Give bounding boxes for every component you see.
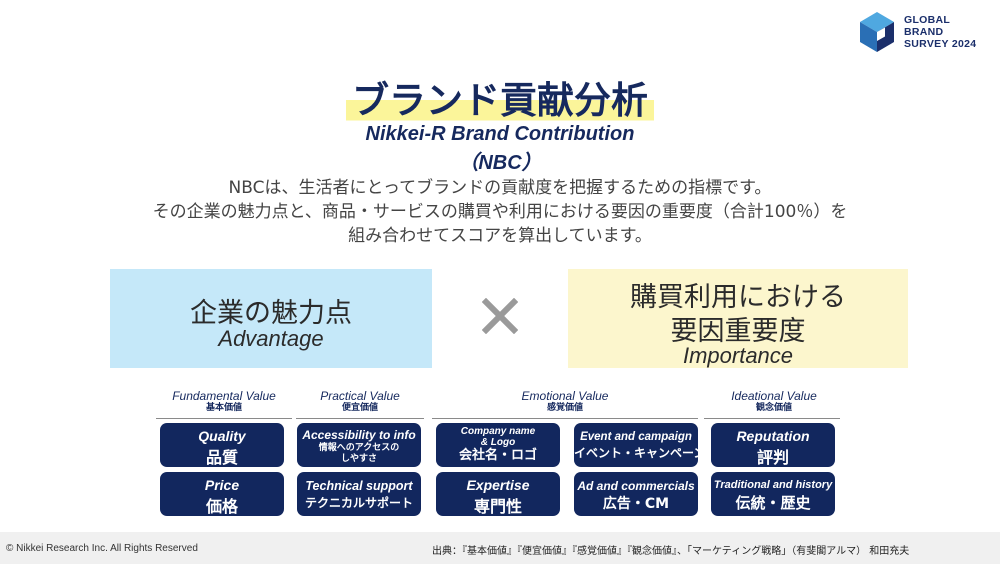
category-practical: Practical Value 便宜価値	[294, 389, 426, 414]
card-expertise-en: Expertise	[466, 477, 530, 493]
card-event-en: Event and campaign	[580, 431, 692, 443]
card-accessibility: Accessibility to info 情報へのアクセスの しやすさ	[297, 423, 421, 467]
card-quality: Quality 品質	[160, 423, 284, 467]
logo-text: GLOBAL BRAND SURVEY 2024	[904, 14, 976, 50]
card-technical-en: Technical support	[305, 479, 413, 493]
cube-logo-icon	[860, 12, 894, 52]
description-line-2: その企業の魅力点と、商品・サービスの購買や利用における要因の重要度（合計100％…	[152, 202, 848, 222]
category-emotional-divider	[432, 418, 698, 419]
importance-jp-line-1: 購買利用における	[630, 282, 846, 313]
category-practical-en: Practical Value	[320, 389, 400, 403]
description: NBCは、生活者にとってブランドの貢献度を把握するための指標です。 その企業の魅…	[0, 176, 1000, 248]
card-accessibility-jp-line-1: 情報へのアクセスの	[318, 443, 400, 453]
card-technical-support: Technical support テクニカルサポート	[297, 472, 421, 516]
subtitle-line-2: （NBC）	[458, 152, 542, 174]
card-price: Price 価格	[160, 472, 284, 516]
category-fundamental: Fundamental Value 基本価値	[158, 389, 290, 414]
card-quality-en: Quality	[198, 428, 246, 444]
card-expertise-jp: 専門性	[473, 497, 522, 516]
card-accessibility-jp-line-2: しやすさ	[341, 454, 377, 464]
card-event-jp: イベント・キャンペーン	[574, 446, 698, 460]
description-line-1: NBCは、生活者にとってブランドの貢献度を把握するための指標です。	[228, 178, 772, 198]
card-technical-jp: テクニカルサポート	[304, 496, 413, 510]
card-tradition-history: Traditional and history 伝統・歴史	[711, 472, 835, 516]
source-citation: 出典：『基本価値』『便宜価値』『感覚価値』『観念価値』、「マーケティング戦略」（…	[432, 546, 910, 557]
importance-jp-line-2: 要因重要度	[670, 316, 806, 347]
importance-box: 購買利用における 要因重要度 Importance	[568, 269, 908, 368]
description-line-3: 組み合わせてスコアを算出しています。	[348, 226, 652, 246]
card-expertise: Expertise 専門性	[436, 472, 560, 516]
importance-en: Importance	[682, 343, 794, 368]
card-company-jp: 会社名・ロゴ	[458, 448, 537, 463]
advantage-en: Advantage	[218, 326, 324, 351]
logo-line-2: BRAND	[904, 26, 944, 38]
category-ideational-en: Ideational Value	[731, 389, 817, 403]
card-ad-jp: 広告・CM	[602, 496, 670, 512]
category-emotional-jp: 感覚価値	[546, 403, 583, 413]
footer-bar: © Nikkei Research Inc. All Rights Reserv…	[0, 532, 1000, 564]
card-reputation-en: Reputation	[736, 428, 810, 444]
category-ideational: Ideational Value 観念価値	[708, 389, 840, 414]
category-fundamental-en: Fundamental Value	[172, 389, 276, 403]
card-ad-commercials: Ad and commercials 広告・CM	[574, 472, 698, 516]
card-company-en-line-2: & Logo	[480, 437, 516, 448]
logo-line-3: SURVEY 2024	[904, 38, 977, 50]
category-fundamental-divider	[156, 418, 292, 419]
card-quality-jp: 品質	[205, 448, 238, 467]
card-event-campaign: Event and campaign イベント・キャンペーン	[574, 423, 698, 467]
category-ideational-jp: 観念価値	[755, 403, 792, 413]
global-brand-survey-logo: GLOBAL BRAND SURVEY 2024	[858, 10, 976, 54]
card-reputation-jp: 評判	[756, 448, 789, 467]
card-tradition-en: Traditional and history	[713, 479, 833, 491]
card-company-name-logo: Company name & Logo 会社名・ロゴ	[436, 423, 560, 467]
title-wrap: ブランド貢献分析	[0, 78, 1000, 124]
copyright-text: © Nikkei Research Inc. All Rights Reserv…	[6, 543, 198, 554]
multiply-icon	[482, 298, 518, 334]
card-ad-en: Ad and commercials	[577, 479, 695, 493]
logo-line-1: GLOBAL	[904, 14, 951, 26]
category-ideational-divider	[704, 418, 840, 419]
card-price-en: Price	[204, 477, 240, 493]
card-price-jp: 価格	[205, 497, 238, 516]
advantage-jp: 企業の魅力点	[190, 298, 352, 329]
category-emotional: Emotional Value 感覚価値	[432, 389, 698, 414]
category-practical-jp: 便宜価値	[341, 403, 378, 413]
advantage-box: 企業の魅力点 Advantage	[110, 269, 432, 368]
category-emotional-en: Emotional Value	[521, 389, 609, 403]
card-tradition-jp: 伝統・歴史	[735, 494, 811, 512]
card-company-en-line-1: Company name	[460, 426, 536, 437]
category-fundamental-jp: 基本価値	[205, 403, 242, 413]
card-accessibility-en: Accessibility to info	[302, 428, 416, 442]
subtitle-line-1: Nikkei-R Brand Contribution	[365, 123, 635, 145]
card-reputation: Reputation 評判	[711, 423, 835, 467]
category-practical-divider	[296, 418, 424, 419]
page-title: ブランド貢献分析	[346, 78, 654, 124]
